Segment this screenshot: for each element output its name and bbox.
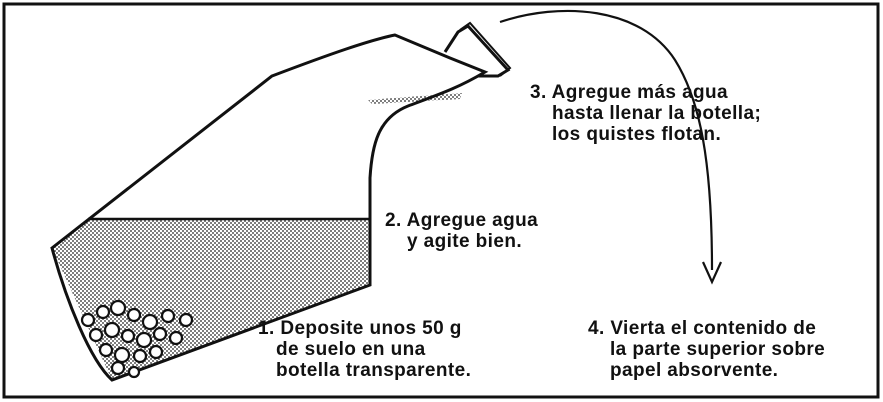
step-2-line-2: y agite bien.: [407, 231, 523, 252]
step-3-caption: 3. Agregue más agua hasta llenar la bote…: [530, 82, 761, 145]
step-1-line-1: 1. Deposite unos 50 g: [258, 318, 462, 339]
pour-arrow: [499, 9, 714, 271]
step-4-line-1: 4. Vierta el contenido de: [588, 318, 817, 339]
step-4-line-2: la parte superior sobre: [610, 339, 826, 360]
step-2-caption: 2. Agregue agua y agite bien.: [385, 210, 538, 252]
step-4-caption: 4. Vierta el contenido de la parte super…: [588, 318, 825, 381]
step-2-line-1: 2. Agregue agua: [385, 210, 539, 231]
bottle-lip: [459, 21, 512, 77]
step-1-caption: 1. Deposite unos 50 g de suelo en una bo…: [258, 318, 471, 381]
arrow-head-icon: [701, 261, 723, 285]
step-3-line-2: hasta llenar la botella;: [552, 103, 762, 124]
soil-particles: [80, 299, 194, 379]
step-3-line-1: 3. Agregue más agua: [530, 82, 729, 103]
step-1-line-3: botella transparente.: [276, 360, 472, 381]
step-3-line-3: los quistes flotan.: [552, 124, 722, 145]
soil-water-mixture: [52, 218, 372, 380]
step-4-line-3: papel absorvente.: [610, 360, 779, 381]
step-1-line-2: de suelo en una: [276, 339, 426, 360]
bottle-outline: [50, 33, 489, 382]
bottle-neck: [443, 24, 511, 78]
